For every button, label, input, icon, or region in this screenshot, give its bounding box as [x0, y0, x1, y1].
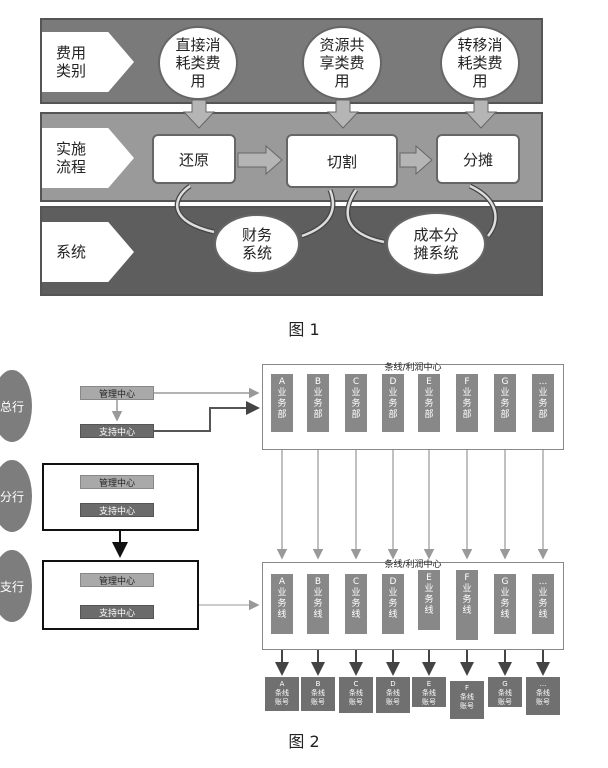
department-box: A 业 务 部 — [271, 374, 293, 432]
department-box: ... 业 务 部 — [532, 374, 554, 432]
ellipse-direct-consumption: 直接消 耗类费 用 — [158, 26, 238, 100]
business-line-box: E 业 务 线 — [418, 570, 440, 630]
department-box: C 业 务 部 — [345, 374, 367, 432]
sub-branch-mgmt-center: 管理中心 — [80, 573, 154, 587]
line-account-box: F 条线 账号 — [450, 681, 484, 719]
profit-center-title-bottom: 条线/利润中心 — [384, 560, 442, 570]
business-line-box: D 业 务 线 — [382, 574, 404, 634]
business-line-box: F 业 务 线 — [456, 570, 478, 640]
figure1-arrows — [174, 99, 498, 245]
line-account-box: G 条线 账号 — [488, 677, 522, 707]
line-account-box: D 条线 账号 — [376, 677, 410, 713]
line-account-box: E 条线 账号 — [412, 677, 446, 707]
department-box: G 业 务 部 — [494, 374, 516, 432]
level-sub-branch: 支行 — [0, 550, 32, 622]
sub-branch-frame — [42, 560, 199, 630]
process-allocate: 分摊 — [436, 134, 520, 184]
business-line-box: C 业 务 线 — [345, 574, 367, 634]
ellipse-cost-allocation-system: 成本分 摊系统 — [386, 212, 486, 276]
branch-mgmt-center: 管理中心 — [80, 475, 154, 489]
department-box: D 业 务 部 — [382, 374, 404, 432]
branch-frame — [42, 463, 199, 531]
business-line-box: A 业 务 线 — [271, 574, 293, 634]
ellipse-shared-resources: 资源共 享类费 用 — [302, 26, 382, 100]
department-box: E 业 务 部 — [418, 374, 440, 432]
line-account-box: B 条线 账号 — [301, 677, 335, 711]
department-box: B 业 务 部 — [307, 374, 329, 432]
process-restore: 还原 — [152, 134, 236, 184]
line-account-box: A 条线 账号 — [265, 677, 299, 711]
ellipse-finance-system: 财务 系统 — [214, 214, 300, 274]
figure1-caption: 图 1 — [288, 320, 320, 339]
line-account-box: C 条线 账号 — [339, 677, 373, 713]
business-line-box: B 业 务 线 — [307, 574, 329, 634]
branch-support-center: 支持中心 — [80, 503, 154, 517]
line-account-box: ... 条线 账号 — [526, 677, 560, 715]
profit-center-title-top: 条线/利润中心 — [384, 363, 442, 373]
figure2-caption: 图 2 — [288, 732, 320, 751]
head-mgmt-center: 管理中心 — [80, 386, 154, 400]
level-branch: 分行 — [0, 460, 32, 532]
process-cut: 切割 — [286, 134, 398, 188]
business-line-box: ... 业 务 线 — [532, 574, 554, 634]
ellipse-transfer-consumption: 转移消 耗类费 用 — [440, 26, 520, 100]
department-box: F 业 务 部 — [456, 374, 478, 432]
level-head-office: 总行 — [0, 370, 32, 442]
sub-branch-support-center: 支持中心 — [80, 605, 154, 619]
head-support-center: 支持中心 — [80, 424, 154, 438]
business-line-box: G 业 务 线 — [494, 574, 516, 634]
